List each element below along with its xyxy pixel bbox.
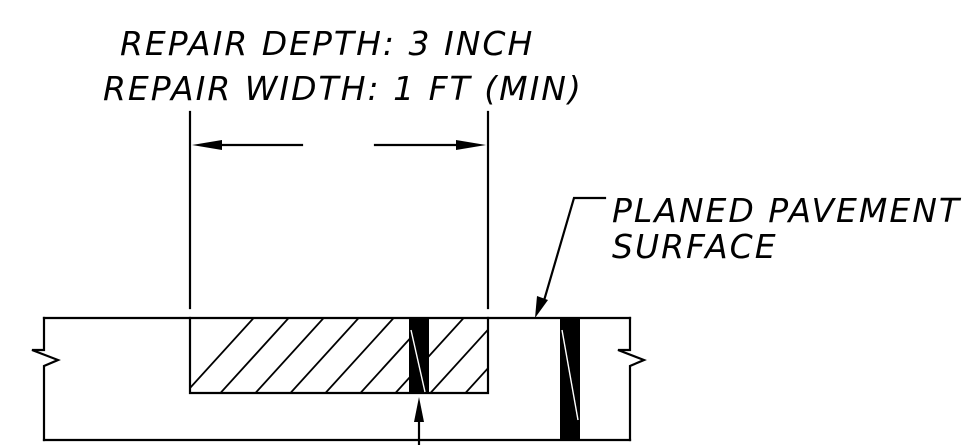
repair-depth-label: REPAIR DEPTH: 3 INCH [120, 24, 534, 63]
dimension-right-arrow [373, 140, 486, 150]
depth-arrow [414, 397, 424, 445]
pavement-slab [31, 316, 647, 442]
repair-width-label: REPAIR WIDTH: 1 FT (MIN) [103, 69, 583, 108]
surface-leader [535, 196, 607, 318]
planed-pavement-label: PLANED PAVEMENT [612, 191, 962, 230]
repair-area [188, 316, 490, 395]
surface-label: SURFACE [612, 227, 778, 266]
joint-in-slab [560, 318, 580, 440]
joint-in-repair [409, 318, 429, 394]
dimension-left-arrow [192, 140, 304, 150]
